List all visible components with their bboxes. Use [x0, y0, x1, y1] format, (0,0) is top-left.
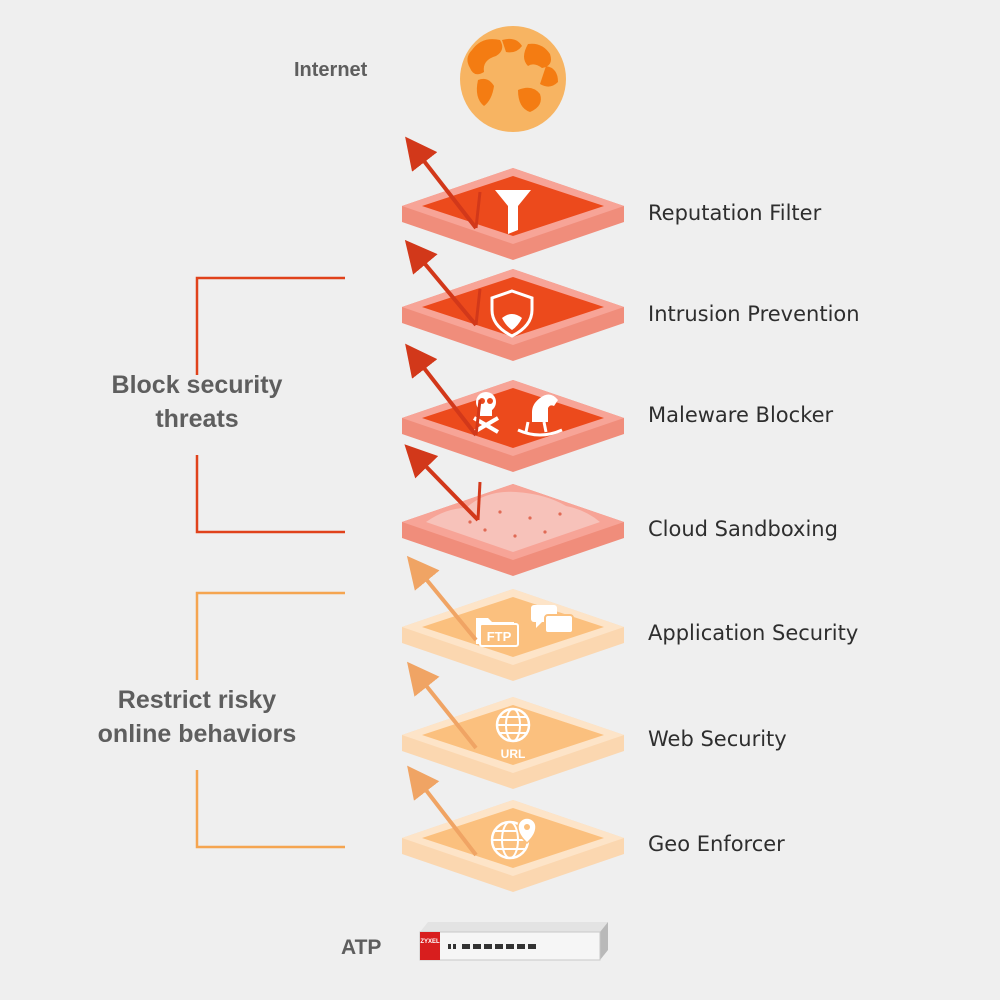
layer-web-security: URL [402, 697, 624, 789]
block-threats-line2: threats [155, 405, 239, 433]
restrict-group-bracket-bottom [195, 770, 345, 849]
layer-label-maleware-blocker: Maleware Blocker [648, 403, 834, 427]
layer-maleware-blocker [402, 380, 624, 472]
ftp-text: FTP [487, 629, 512, 644]
layer-reputation-filter [402, 168, 624, 260]
funnel-icon [495, 190, 531, 234]
atp-label: ATP [341, 936, 382, 959]
layer-label-geo-enforcer: Geo Enforcer [648, 832, 785, 856]
layer-application-security: FTP [402, 589, 624, 681]
globe-url-icon: URL [495, 707, 531, 761]
trojan-horse-icon [517, 394, 563, 437]
block-group-bracket-top [195, 276, 345, 375]
restrict-behaviors-line2: online behaviors [97, 720, 297, 748]
block-threats-label: Block security threats [80, 368, 314, 436]
device-brand: ZYXEL [420, 939, 440, 945]
ftp-chat-icon: FTP [476, 605, 574, 647]
layer-label-intrusion-prevention: Intrusion Prevention [648, 302, 860, 326]
globe-icon [460, 26, 566, 132]
internet-label: Internet [294, 59, 368, 81]
layer-label-cloud-sandboxing: Cloud Sandboxing [648, 517, 838, 541]
block-threats-line1: Block security [111, 371, 283, 399]
behavior-arrows [406, 555, 478, 857]
threat-arrows [404, 136, 482, 522]
geo-globe-icon [490, 817, 537, 860]
restrict-group-bracket-top [195, 591, 345, 680]
restrict-behaviors-line1: Restrict risky [117, 686, 277, 714]
layer-label-web-security: Web Security [648, 727, 787, 751]
layer-label-reputation-filter: Reputation Filter [648, 201, 822, 225]
layer-label-application-security: Application Security [648, 621, 859, 645]
layer-geo-enforcer [402, 800, 624, 892]
shield-icon [490, 289, 534, 338]
url-text: URL [501, 747, 526, 761]
sand-icon [426, 491, 600, 552]
layer-cloud-sandboxing [402, 484, 624, 576]
layer-intrusion-prevention [402, 269, 624, 361]
block-group-bracket-bottom [195, 455, 345, 534]
atp-device: ZYXEL [419, 922, 608, 961]
restrict-behaviors-label: Restrict risky online behaviors [72, 683, 322, 751]
